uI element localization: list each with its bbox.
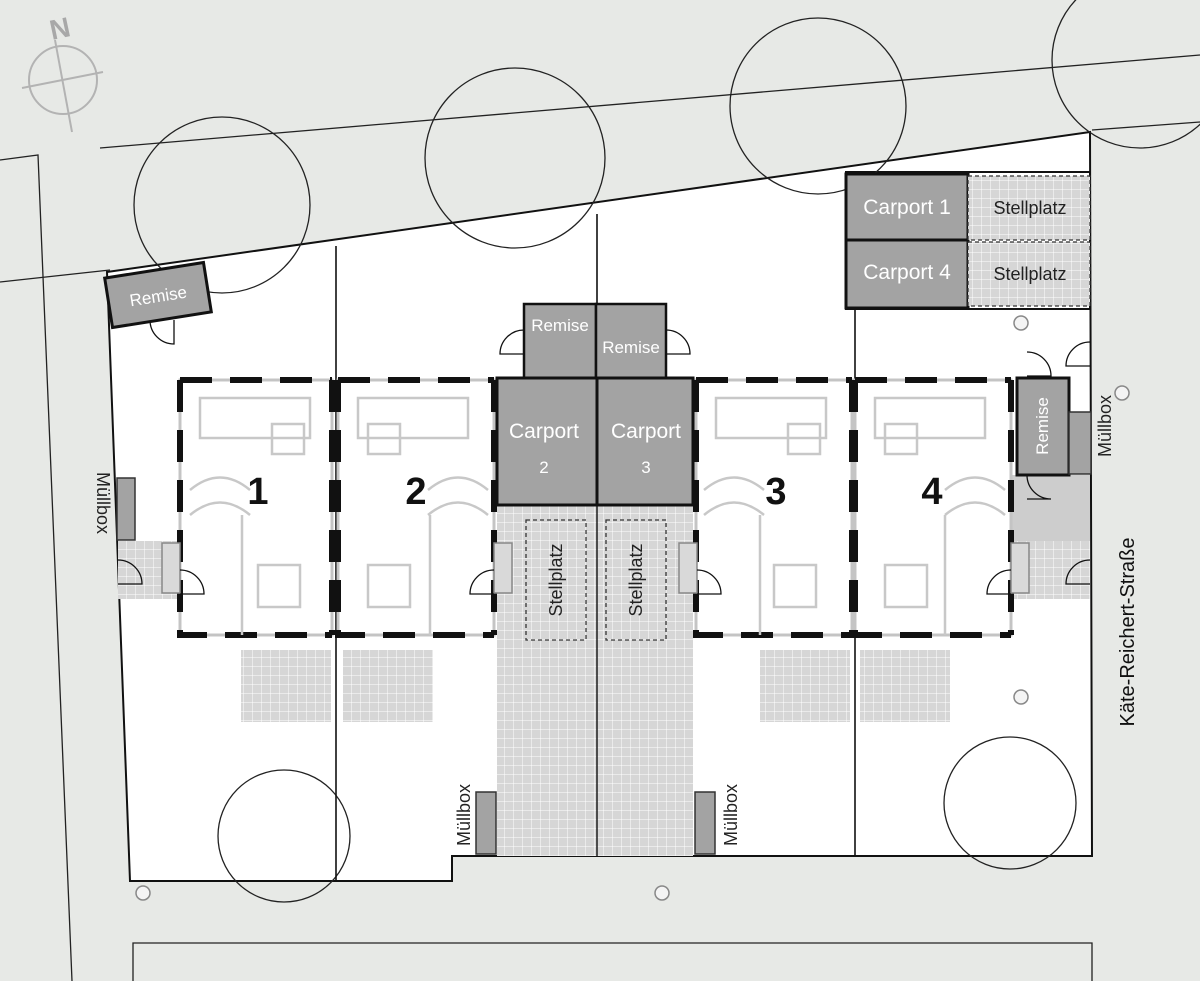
terrace-paving-4 xyxy=(860,650,950,722)
stellplatz-2 xyxy=(525,519,587,641)
remise-label: Remise xyxy=(1033,397,1052,455)
road-lines xyxy=(0,54,1200,981)
house-number-4: 4 xyxy=(921,471,942,513)
stellplatz-1-label: Stellplatz xyxy=(993,198,1066,218)
driveway-paving xyxy=(497,505,693,856)
houses xyxy=(177,377,1014,638)
house-3 xyxy=(693,377,855,638)
house-4 xyxy=(852,377,1014,638)
house-1 xyxy=(177,377,335,638)
tree xyxy=(217,769,351,903)
stellplatz-3-label: Stellplatz xyxy=(626,543,646,616)
house-number-3: 3 xyxy=(765,471,786,513)
tree xyxy=(133,116,311,294)
house-number-1: 1 xyxy=(247,471,268,513)
carport-2 xyxy=(495,376,599,507)
tree xyxy=(943,736,1077,870)
muellbox-bottom-right-label: Müllbox xyxy=(721,784,741,846)
muellbox-right xyxy=(1068,411,1092,475)
path-paving xyxy=(1012,475,1090,541)
stellplatz-4 xyxy=(967,241,1091,307)
trees xyxy=(133,0,1200,903)
stellplatz-1 xyxy=(967,175,1091,241)
remise-label: Remise xyxy=(602,338,660,357)
muellbox-bottom-left-label: Müllbox xyxy=(454,784,474,846)
carport-2-number: 2 xyxy=(539,458,548,477)
carport-1-label: Carport 1 xyxy=(863,196,951,219)
remise-right xyxy=(1015,376,1071,477)
stellplatz-3 xyxy=(605,519,667,641)
carport-3-label: Carport xyxy=(611,420,681,443)
tree xyxy=(424,67,606,249)
terrace-paving-2 xyxy=(343,650,433,722)
remise-center-left xyxy=(522,302,598,380)
entrance-doors xyxy=(161,542,1030,594)
terrace-paving-3 xyxy=(760,650,850,722)
carport-3 xyxy=(595,376,695,507)
house-number-2: 2 xyxy=(405,471,426,513)
muellbox-left xyxy=(116,477,136,541)
muellbox-bottom-left xyxy=(475,791,497,855)
remise-label: Remise xyxy=(531,316,589,335)
tree xyxy=(1051,0,1200,149)
street-name: Käte-Reichert-Straße xyxy=(1117,538,1139,727)
carport-2-label: Carport xyxy=(509,420,579,443)
muellbox-left-label: Müllbox xyxy=(93,472,113,534)
carport-3-number: 3 xyxy=(641,458,650,477)
paving xyxy=(118,475,1090,856)
carport-4-label: Carport 4 xyxy=(863,261,951,284)
stellplatz-4-label: Stellplatz xyxy=(993,264,1066,284)
muellbox-bottom-right xyxy=(694,791,716,855)
terrace-paving-1 xyxy=(241,650,331,722)
tree xyxy=(729,17,907,195)
door-swings xyxy=(117,319,1091,595)
muellbox-right-label: Müllbox xyxy=(1095,395,1115,457)
stellplatz-2-label: Stellplatz xyxy=(546,543,566,616)
remise-top-left: Remise xyxy=(102,260,214,330)
